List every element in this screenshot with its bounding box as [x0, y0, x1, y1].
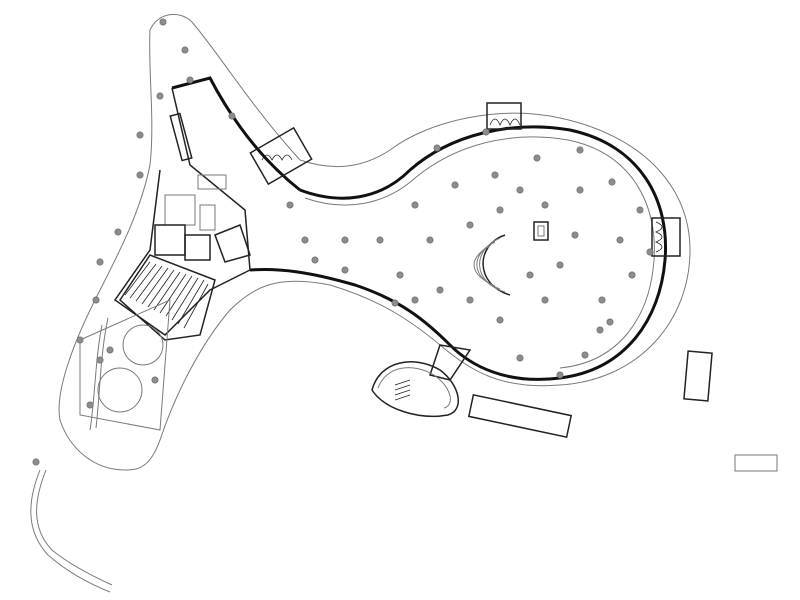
column [76, 336, 84, 344]
column [636, 206, 644, 214]
column [556, 371, 564, 379]
entrance-porch-east [651, 217, 681, 257]
column [598, 296, 606, 304]
column [96, 356, 104, 364]
column [286, 201, 294, 209]
wing-inner-wall [171, 87, 251, 271]
column [516, 186, 524, 194]
main-hall-wall [249, 125, 668, 381]
column [106, 346, 114, 354]
column [391, 299, 399, 307]
column [576, 186, 584, 194]
kiosk [533, 221, 549, 241]
column [608, 178, 616, 186]
column [466, 221, 474, 229]
main-hall-inner-guide [304, 136, 655, 369]
column [86, 401, 94, 409]
hall-columns [286, 128, 654, 379]
column [396, 271, 404, 279]
column [32, 458, 40, 466]
column [151, 376, 159, 384]
entrance-porch-northwest [249, 126, 313, 186]
column [628, 271, 636, 279]
column [186, 76, 194, 84]
column [156, 92, 164, 100]
column [526, 271, 534, 279]
column [533, 154, 541, 162]
wing-rooms [154, 112, 251, 263]
column [482, 128, 490, 136]
column [436, 286, 444, 294]
column [596, 326, 604, 334]
column [341, 236, 349, 244]
column [228, 112, 236, 120]
annex-small [734, 454, 778, 472]
column [159, 18, 167, 26]
column [136, 131, 144, 139]
annex-long [467, 393, 573, 439]
column [114, 228, 122, 236]
curved-walkway [30, 469, 111, 593]
lower-wing [79, 299, 171, 431]
column [92, 296, 100, 304]
column [646, 248, 654, 256]
column [556, 261, 564, 269]
oval-pavilion [371, 361, 459, 417]
column [466, 296, 474, 304]
service-block [119, 254, 216, 341]
column [311, 256, 319, 264]
column [376, 236, 384, 244]
column [426, 236, 434, 244]
column [411, 296, 419, 304]
column [616, 236, 624, 244]
column [411, 201, 419, 209]
column [301, 236, 309, 244]
column [541, 296, 549, 304]
column [433, 144, 441, 152]
site-boundary [58, 14, 691, 471]
column [576, 146, 584, 154]
column [491, 171, 499, 179]
column [606, 318, 614, 326]
column [541, 201, 549, 209]
column [341, 266, 349, 274]
central-stage [473, 234, 511, 296]
column [516, 354, 524, 362]
column [571, 231, 579, 239]
column [96, 258, 104, 266]
column [496, 316, 504, 324]
wing-outer-wall [171, 76, 301, 192]
column [136, 171, 144, 179]
column [451, 181, 459, 189]
column [581, 351, 589, 359]
column [181, 46, 189, 54]
column [496, 206, 504, 214]
wing-columns [32, 18, 236, 466]
entrance-porch-north [486, 102, 522, 130]
annex-tall [683, 350, 713, 402]
